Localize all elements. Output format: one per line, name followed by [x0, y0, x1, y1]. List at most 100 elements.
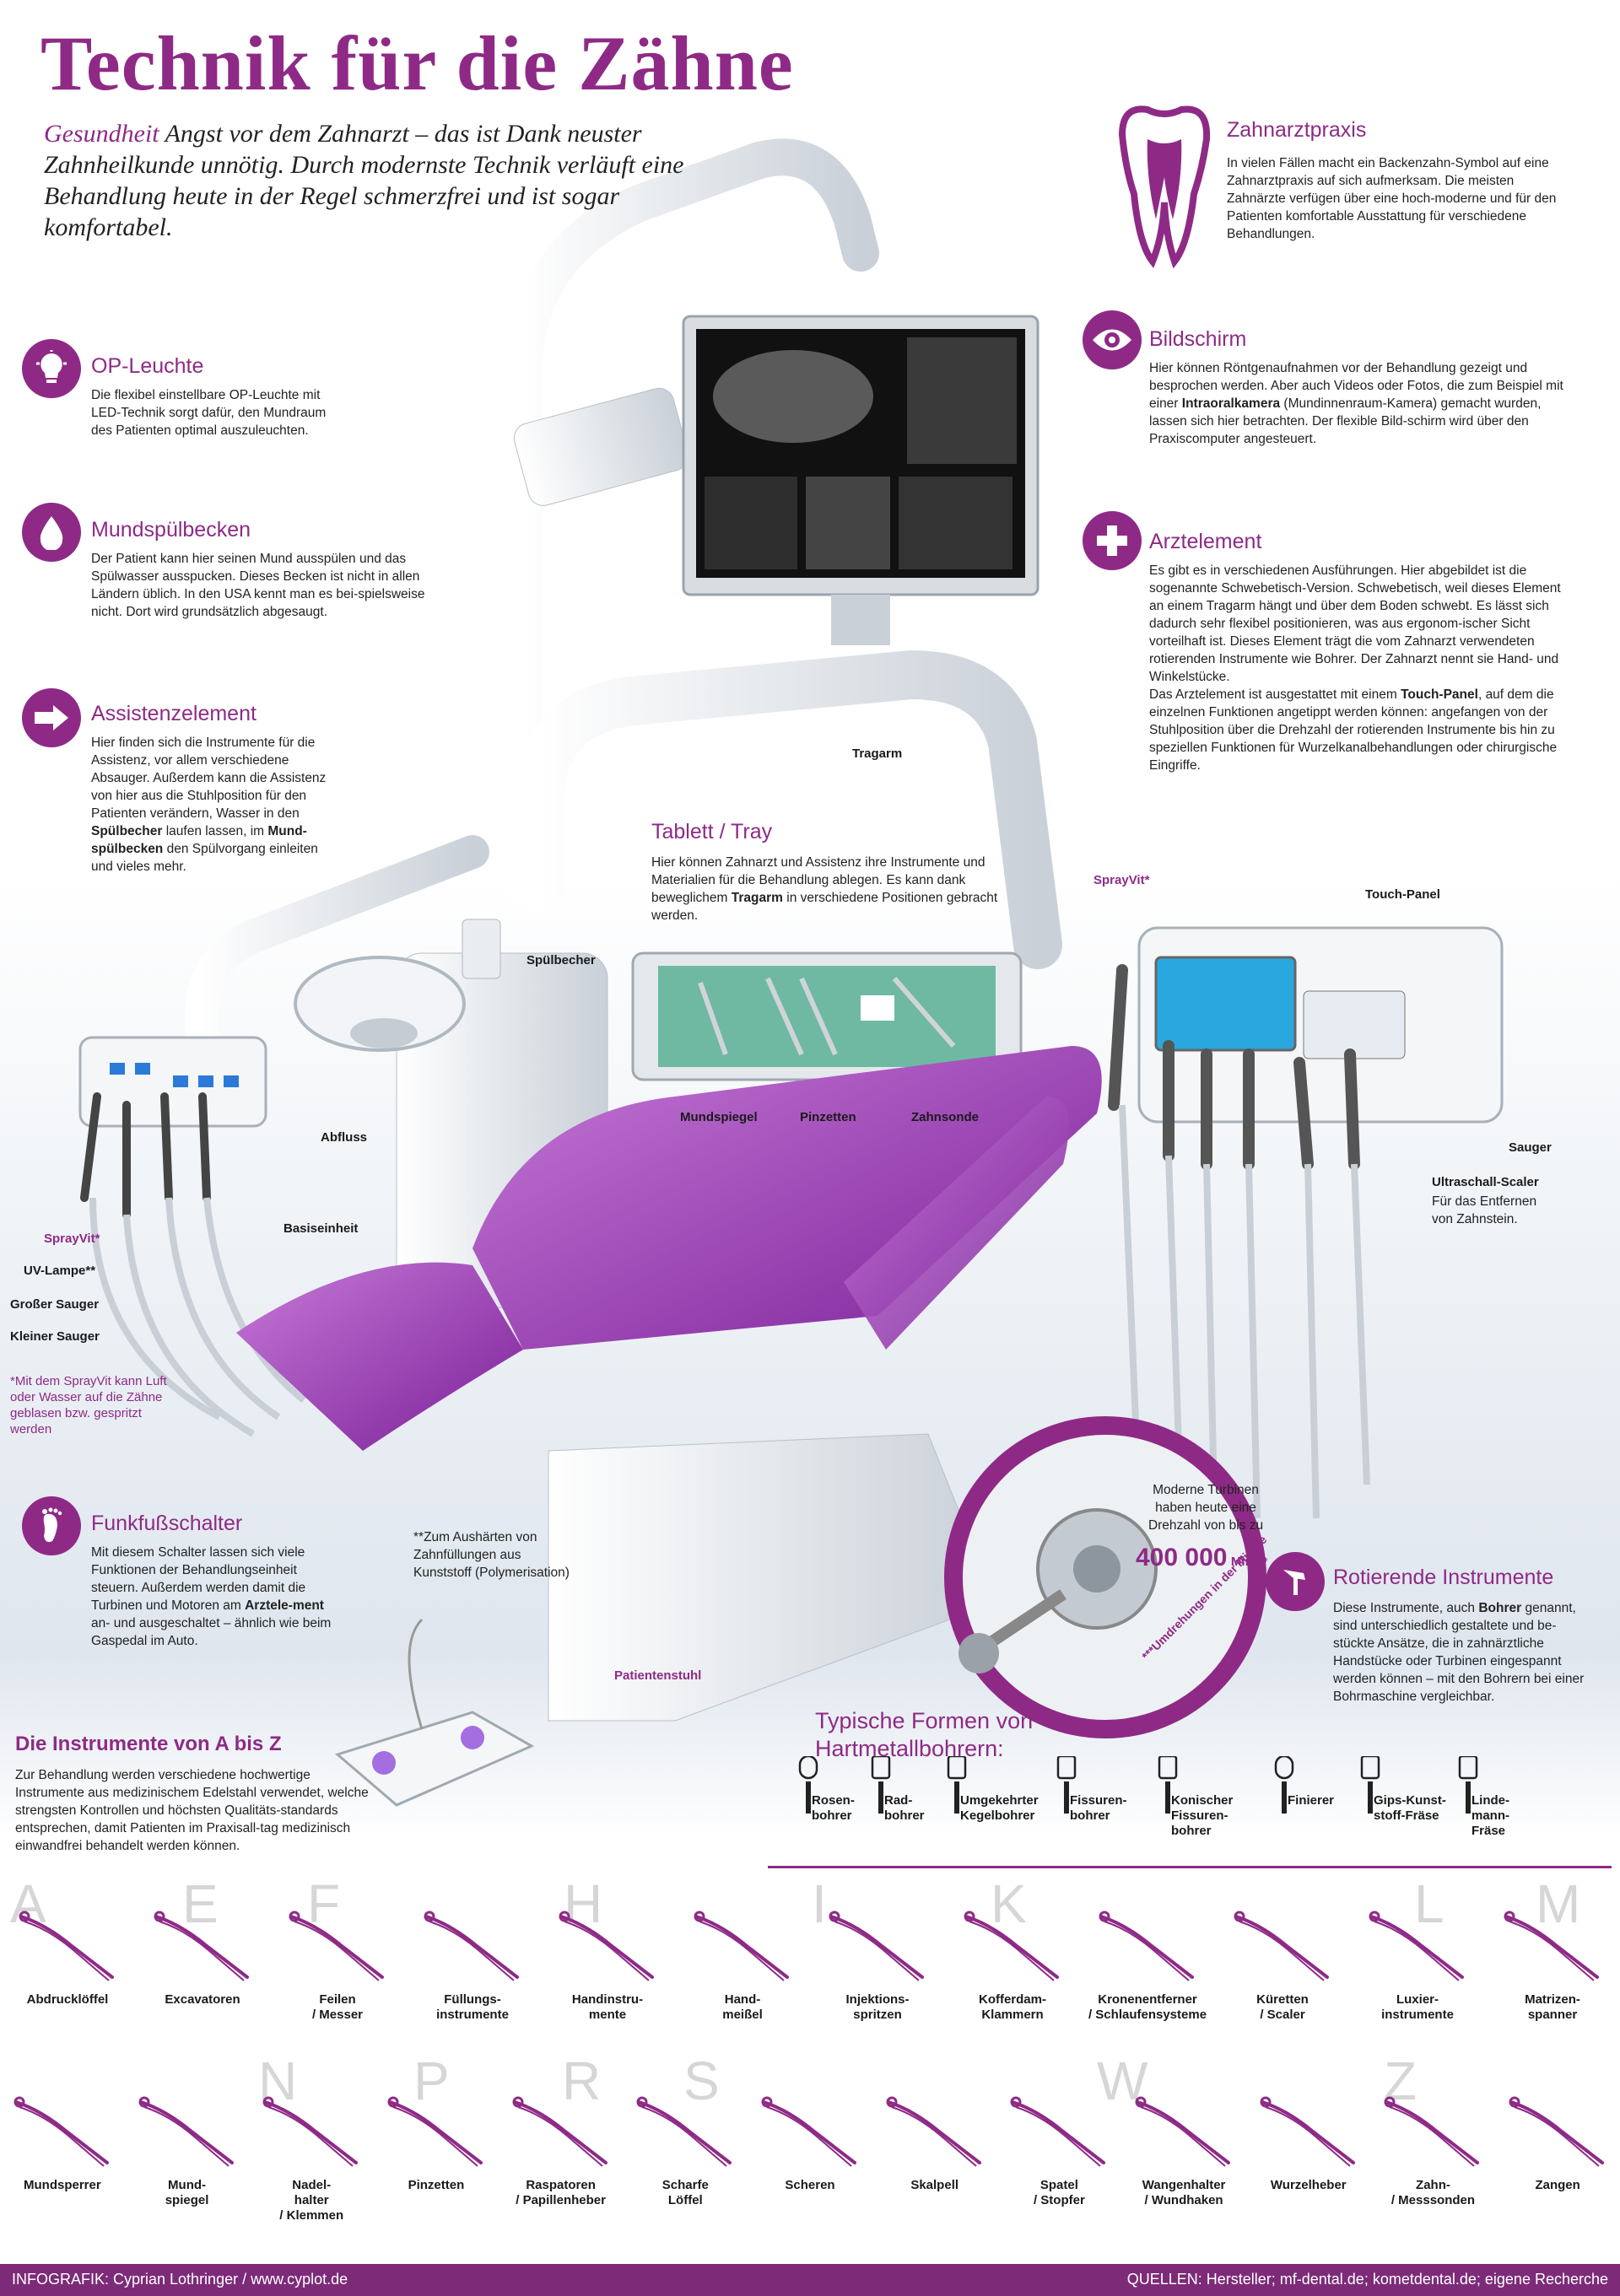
foot-icon — [22, 1496, 81, 1555]
arrow-right-icon — [22, 688, 81, 747]
bur-label: Gips-Kunst- stoff-Fräse — [1374, 1793, 1446, 1823]
assistenz-text: Hier finden sich die Instrumente für die… — [91, 736, 327, 874]
instrument-icon — [1099, 1911, 1194, 1981]
instrument-label: Matrizen- spanner — [1525, 1992, 1580, 2022]
label-spuelbecher: Spülbecher — [526, 953, 596, 967]
instrument-label: Mundsperrer — [24, 2178, 101, 2192]
instrument-label: Skalpell — [910, 2178, 959, 2192]
bur-shape-icon — [1360, 1756, 1380, 1814]
bur-shape-icon — [1274, 1756, 1294, 1814]
mundspuelbecken-title: Mundspülbecken — [91, 518, 251, 542]
label-touch-panel: Touch-Panel — [1365, 887, 1440, 902]
cup — [462, 919, 501, 979]
instrument-icon — [19, 1911, 114, 1981]
instrumente-az-text: Zur Behandlung werden verschiedene hochw… — [15, 1768, 369, 1853]
lead-keyword: Gesundheit — [44, 120, 159, 148]
instrument-icon — [761, 2096, 856, 2167]
turbine-text: Moderne Turbinen haben heute eine Drehza… — [1148, 1483, 1264, 1533]
instrument-label: Handinstru- mente — [571, 1992, 644, 2022]
instrument-label: Raspatoren / Papillenheber — [516, 2178, 606, 2207]
note-polymerisation: **Zum Aushärten von Zahnfüllungen aus Ku… — [413, 1530, 570, 1580]
instrument-icon — [262, 2096, 359, 2167]
instrument-icon — [964, 1911, 1059, 1981]
lightbulb-icon — [22, 339, 81, 398]
chair-back — [236, 1262, 523, 1451]
instrument-label: Abdrucklöffel — [26, 1992, 109, 2007]
cross-icon — [1083, 511, 1142, 570]
chair-footrest — [844, 1097, 1069, 1350]
index-letter: S — [683, 2051, 720, 2111]
instrumente-az-title: Die Instrumente von A bis Z — [15, 1733, 282, 1755]
instrument-icon — [1509, 2096, 1605, 2167]
burs-heading: Typische Formen von Hartmetallbohrern: — [815, 1708, 1034, 1761]
lamp-arm — [505, 138, 879, 904]
instrument-label: Scharfe Löffel — [662, 2178, 709, 2207]
instrument-label: Kofferdam- Klammern — [978, 1992, 1046, 2022]
water-drop-icon — [22, 503, 81, 562]
bur-shape-icon — [947, 1756, 967, 1814]
label-spraivit-left: SprayVit* — [44, 1232, 100, 1246]
index-letter: I — [812, 1873, 827, 1934]
index-letter: L — [1414, 1873, 1444, 1934]
label-basiseinheit: Basiseinheit — [284, 1221, 359, 1236]
mundspuelbecken-text: Der Patient kann hier seinen Mund ausspü… — [91, 552, 425, 619]
chair-seat — [472, 1046, 1102, 1350]
index-letter: E — [182, 1873, 219, 1934]
funkfuss-title: Funkfußschalter — [91, 1512, 243, 1535]
praxis-text: In vielen Fällen macht ein Backenzahn-Sy… — [1227, 156, 1557, 241]
funkfuss-text: Mit diesem Schalter lassen sich viele Fu… — [91, 1545, 332, 1648]
label-tragarm: Tragarm — [852, 746, 903, 761]
instrument-icon — [387, 2096, 483, 2167]
assistenz-title: Assistenzelement — [91, 702, 256, 725]
instrument-icon — [1384, 2096, 1480, 2167]
turbine-value: 400 000 Min*** — [1136, 1544, 1268, 1571]
bur-label: Finierer — [1288, 1793, 1335, 1808]
bur-label: Konischer Fissuren- bohrer — [1171, 1793, 1234, 1838]
instrument-icon — [14, 2096, 109, 2167]
instrument-icon — [1135, 2096, 1231, 2167]
label-sauger: Sauger — [1509, 1140, 1552, 1155]
arztelement-text: Es gibt es in verschiedenen Ausführungen… — [1149, 563, 1561, 773]
instrument-icon — [886, 2096, 981, 2167]
dental-unit-illustration — [78, 138, 1504, 1807]
chair-base — [548, 1433, 996, 1722]
bildschirm-text: Hier können Röntgenaufnahmen vor der Beh… — [1149, 361, 1563, 446]
touch-panel — [1154, 956, 1297, 1052]
instrument-label: Zangen — [1535, 2178, 1580, 2192]
bur-label: Umgekehrter Kegelbohrer — [960, 1793, 1039, 1823]
instrument-label: Hand- meißel — [722, 1992, 763, 2022]
label-pinzetten: Pinzetten — [800, 1110, 856, 1124]
instrument-label: Injektions- spritzen — [845, 1992, 910, 2022]
index-letter: M — [1536, 1873, 1581, 1934]
bildschirm-title: Bildschirm — [1149, 327, 1247, 351]
label-abfluss: Abfluss — [321, 1130, 368, 1145]
op-leuchte-title: OP-Leuchte — [91, 354, 204, 378]
label-kleiner-sauger: Kleiner Sauger — [10, 1329, 100, 1344]
bur-label: Fissuren- bohrer — [1070, 1793, 1127, 1823]
instrument-label: Wurzelheber — [1270, 2178, 1347, 2192]
instrument-icon — [512, 2096, 608, 2167]
arztelement-title: Arztelement — [1149, 530, 1262, 553]
label-ultraschall-sub: Für das Entfernen von Zahnstein. — [1432, 1194, 1537, 1226]
footer-credit: INFOGRAFIK: Cyprian Lothringer / www.cyp… — [12, 2271, 348, 2288]
assistant-arm — [184, 835, 489, 1054]
index-letter: R — [562, 2051, 602, 2111]
footer-sources: QUELLEN: Hersteller; mf-dental.de; komet… — [1126, 2271, 1608, 2288]
divider-line — [768, 1866, 1612, 1868]
instrument-label: Pinzetten — [408, 2178, 465, 2192]
drill-icon — [1266, 1552, 1325, 1611]
instrument-icon — [424, 1911, 519, 1981]
bur-shape-icon — [1158, 1756, 1178, 1814]
eye-icon — [1083, 310, 1142, 369]
footer-bar: INFOGRAFIK: Cyprian Lothringer / www.cyp… — [0, 2264, 1620, 2296]
label-uv-lampe: UV-Lampe** — [24, 1264, 96, 1278]
bur-label: Linde- mann- Fräse — [1472, 1793, 1509, 1838]
bur-shape-icon — [1056, 1756, 1077, 1814]
instrument-icon — [1369, 1911, 1464, 1981]
op-leuchte-text: Die flexibel einstellbare OP-Leuchte mit… — [91, 388, 327, 438]
instrument-label: Zahn- / Messsonden — [1390, 2178, 1476, 2207]
bur-shape-icon — [1458, 1756, 1478, 1814]
index-letter: P — [413, 2051, 450, 2111]
